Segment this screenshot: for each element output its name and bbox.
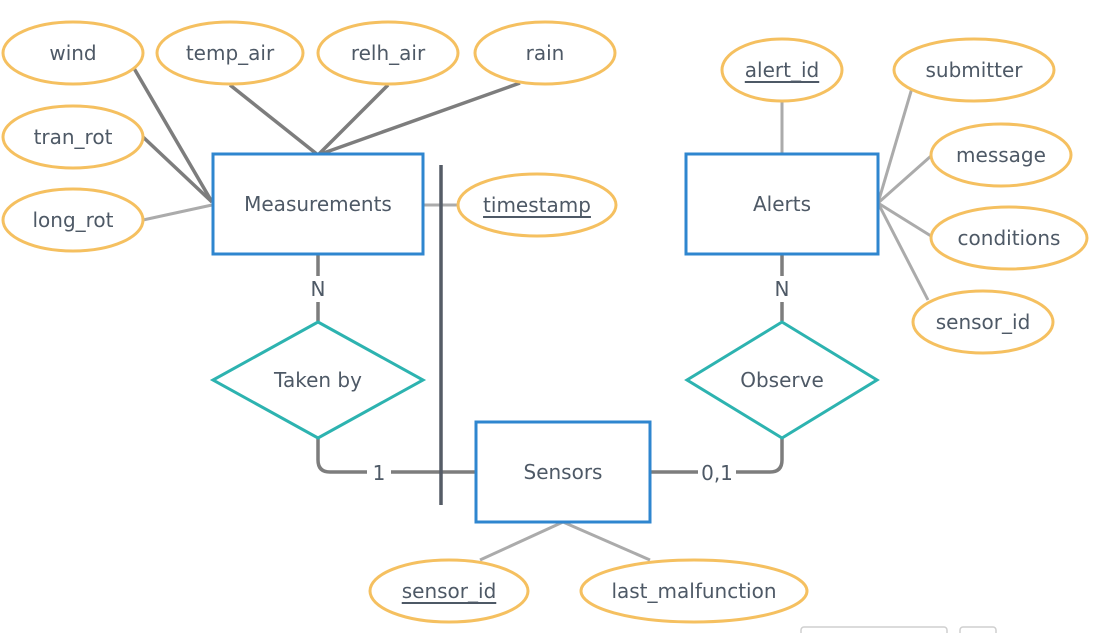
cardinalities: N 1 N 0,1 [306,276,794,486]
line-alerts-sensor-id [876,202,930,301]
svg-text:relh_air: relh_air [351,41,426,65]
attribute-conditions[interactable]: conditions [929,205,1089,271]
attribute-sensor-id[interactable]: sensor_id [368,558,530,624]
line-sensors-sensor-id [479,520,564,562]
attribute-last-malfunction[interactable]: last_malfunction [579,558,809,624]
svg-text:rain: rain [526,41,565,65]
line-alerts-submitter [876,87,914,204]
attribute-rain[interactable]: rain [473,20,617,86]
svg-text:wind: wind [49,41,96,65]
svg-text:Observe: Observe [740,368,824,392]
svg-text:sensor_id: sensor_id [402,579,497,603]
line-temp-air-measurements [228,83,320,157]
svg-text:Sensors: Sensors [524,460,603,484]
svg-text:conditions: conditions [958,226,1061,250]
attribute-wind[interactable]: wind [1,20,145,86]
line-long-rot-measurements [142,203,213,222]
attribute-long-rot[interactable]: long_rot [1,187,145,253]
svg-text:temp_air: temp_air [186,41,275,65]
relationship-observe[interactable]: Observe [684,320,880,440]
relationship-taken-by[interactable]: Taken by [209,320,427,440]
svg-text:timestamp: timestamp [483,193,591,217]
svg-text:Taken by: Taken by [273,368,362,392]
attribute-temp-air[interactable]: temp_air [155,20,305,86]
line-relh-air-measurements [316,83,390,157]
cardinality-alerts-observe: N [775,277,790,301]
cardinality-observe-sensors: 0,1 [701,461,733,485]
line-taken-by-sensors [316,438,476,474]
svg-text:long_rot: long_rot [32,208,113,232]
line-tran-rot-measurements [141,135,214,204]
line-alerts-message [877,154,932,205]
line-sensors-last-malfunction [562,520,651,562]
svg-text:message: message [956,143,1046,167]
toolbar-button[interactable] [959,626,997,633]
cardinality-measurements-taken-by: N [311,277,326,301]
line-wind-measurements [126,57,214,203]
attribute-timestamp[interactable]: timestamp [456,172,618,238]
attribute-alert-sensor-id[interactable]: sensor_id [911,289,1055,355]
svg-text:Measurements: Measurements [244,192,392,216]
line-observe-sensors [650,438,784,474]
attribute-alert-id[interactable]: alert_id [720,37,844,103]
line-alerts-conditions [877,201,932,238]
connectors [126,57,932,562]
svg-text:Alerts: Alerts [753,192,811,216]
entity-sensors[interactable]: Sensors [474,420,652,524]
svg-text:sensor_id: sensor_id [936,310,1031,334]
attribute-message[interactable]: message [929,122,1073,188]
cardinality-taken-by-sensors: 1 [373,461,386,485]
attribute-relh-air[interactable]: relh_air [316,20,460,86]
attribute-tran-rot[interactable]: tran_rot [1,104,145,170]
entity-measurements[interactable]: Measurements [211,152,425,256]
line-rain-measurements [317,81,521,157]
svg-text:submitter: submitter [925,58,1023,82]
entity-alerts[interactable]: Alerts [684,152,880,256]
svg-text:tran_rot: tran_rot [34,125,113,149]
svg-text:last_malfunction: last_malfunction [611,579,776,603]
svg-text:alert_id: alert_id [745,58,819,82]
toolbar-field[interactable] [800,626,948,633]
attribute-submitter[interactable]: submitter [892,37,1056,103]
